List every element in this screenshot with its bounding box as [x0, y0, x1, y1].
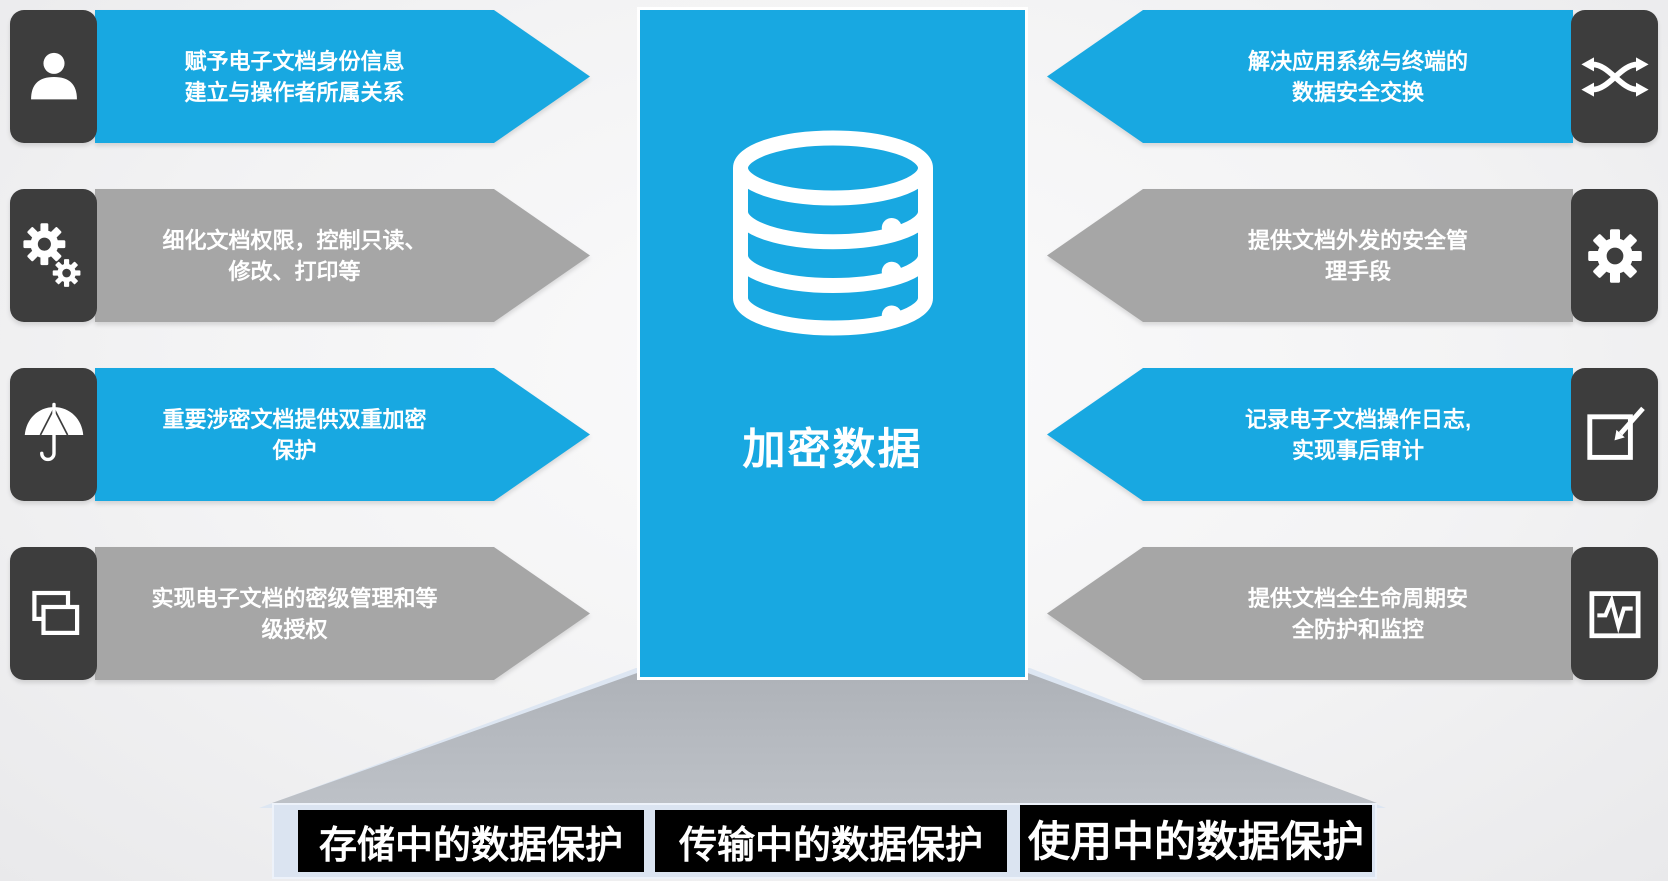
bottom-strip: 存储中的数据保护 传输中的数据保护 使用中的数据保护 — [272, 803, 1377, 879]
banner-audit: 记录电子文档操作日志, 实现事后审计 — [1047, 368, 1573, 501]
banner-text-line: 数据安全交换 — [1291, 79, 1424, 105]
banner-text-line: 全防护和监控 — [1291, 616, 1424, 642]
label-data-at-rest: 存储中的数据保护 — [298, 810, 644, 872]
user-icon-box — [10, 10, 97, 143]
umbrella-icon — [24, 402, 83, 461]
gears-icon-box — [10, 189, 97, 322]
banner-text-line: 修改、打印等 — [228, 258, 361, 284]
banner-text-line: 解决应用系统与终端的 — [1247, 48, 1468, 74]
banner-text-line: 细化文档权限，控制只读、 — [162, 227, 427, 253]
shuffle-icon-box — [1571, 10, 1658, 143]
banner-double-encryption: 重要涉密文档提供双重加密 保护 — [95, 368, 590, 501]
banner-classification: 实现电子文档的密级管理和等 级授权 — [95, 547, 590, 680]
banner-lifecycle: 提供文档全生命周期安 全防护和监控 — [1047, 547, 1573, 680]
feature-row-identity: 赋予电子文档身份信息 建立与操作者所属关系 — [10, 10, 590, 143]
banner-text-line: 重要涉密文档提供双重加密 — [162, 406, 427, 432]
banner-text-line: 建立与操作者所属关系 — [184, 79, 405, 105]
funnel-shape — [272, 672, 1377, 803]
banner-text-line: 级授权 — [261, 616, 328, 642]
banner-text-line: 实现电子文档的密级管理和等 — [151, 585, 438, 611]
banner-text-line: 理手段 — [1324, 258, 1391, 284]
banner-outgoing: 提供文档外发的安全管 理手段 — [1047, 189, 1573, 322]
banner-text-line: 记录电子文档操作日志, — [1244, 406, 1472, 432]
banner-text-line: 保护 — [272, 437, 317, 463]
gears-icon — [22, 222, 80, 287]
feature-row-double-encryption: 重要涉密文档提供双重加密 保护 — [10, 368, 590, 501]
center-title: 加密数据 — [742, 426, 923, 474]
center-panel: 加密数据 — [637, 7, 1028, 680]
copy-icon — [31, 590, 79, 635]
umbrella-icon-box — [10, 368, 97, 501]
feature-row-audit: 记录电子文档操作日志, 实现事后审计 — [1047, 368, 1658, 501]
banner-text-line: 赋予电子文档身份信息 — [184, 48, 405, 74]
gear-icon-box — [1571, 189, 1658, 322]
banner-text-line: 实现事后审计 — [1291, 437, 1424, 463]
banner-text-line: 提供文档外发的安全管 — [1247, 227, 1468, 253]
banner-permissions: 细化文档权限，控制只读、 修改、打印等 — [95, 189, 590, 322]
feature-row-exchange: 解决应用系统与终端的 数据安全交换 — [1047, 10, 1658, 143]
monitor-icon-box — [1571, 547, 1658, 680]
label-data-in-use: 使用中的数据保护 — [1020, 805, 1372, 872]
banner-text-line: 提供文档全生命周期安 — [1247, 585, 1468, 611]
feature-row-lifecycle: 提供文档全生命周期安 全防护和监控 — [1047, 547, 1658, 680]
user-icon — [30, 52, 77, 99]
edit-icon-box — [1571, 368, 1658, 501]
database-icon — [732, 130, 933, 336]
shuffle-icon — [1580, 56, 1649, 97]
feature-row-classification: 实现电子文档的密级管理和等 级授权 — [10, 547, 590, 680]
feature-row-outgoing: 提供文档外发的安全管 理手段 — [1047, 189, 1658, 322]
gear-icon — [1587, 228, 1642, 283]
feature-row-permissions: 细化文档权限，控制只读、 修改、打印等 — [10, 189, 590, 322]
label-data-in-transit: 传输中的数据保护 — [655, 810, 1007, 872]
banner-exchange: 解决应用系统与终端的 数据安全交换 — [1047, 10, 1573, 143]
edit-icon — [1586, 406, 1645, 460]
banner-identity: 赋予电子文档身份信息 建立与操作者所属关系 — [95, 10, 590, 143]
copy-icon-box — [10, 547, 97, 680]
monitor-icon — [1589, 590, 1640, 638]
